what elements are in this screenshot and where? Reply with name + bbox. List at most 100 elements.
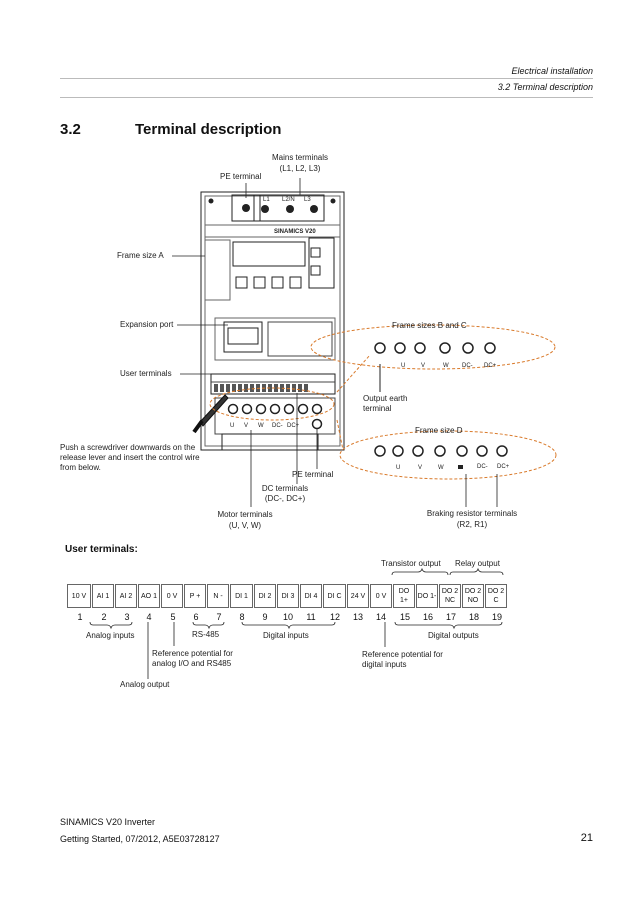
label-digital-outputs: Digital outputs — [428, 631, 479, 640]
label-digital-inputs: Digital inputs — [263, 631, 309, 640]
bc-label-dcplus: DC+ — [484, 363, 497, 369]
terminal-number: 16 — [422, 612, 433, 622]
terminal-number: 5 — [170, 612, 176, 622]
terminal-cell: DI 3 — [277, 584, 299, 608]
page-number: 21 — [580, 832, 593, 844]
d-label-u: U — [396, 465, 400, 471]
terminal-cell: AI 2 — [115, 584, 137, 608]
bc-label-w: W — [443, 363, 449, 369]
label-relay-output: Relay output — [455, 559, 500, 568]
mains-label-l1: L1 — [263, 197, 270, 203]
header-rule-1 — [60, 78, 593, 79]
terminal-cell: DI C — [323, 584, 346, 608]
button-m — [271, 276, 284, 289]
terminal-cell: DO 2 C — [485, 584, 507, 608]
d-label-w: W — [438, 465, 444, 471]
terminal-number: 13 — [352, 612, 363, 622]
label-frame-size-a: Frame size A — [117, 251, 164, 260]
d-label-v: V — [418, 465, 422, 471]
section-title: Terminal description — [135, 121, 282, 138]
expansion-port — [223, 321, 263, 353]
d-label-dcplus: DC+ — [497, 464, 510, 470]
terminal-number: 6 — [193, 612, 199, 622]
label-analog-inputs: Analog inputs — [86, 631, 135, 640]
terminal-cell: DI 1 — [230, 584, 253, 608]
terminal-number: 8 — [239, 612, 245, 622]
motor-label-dcminus: DC- — [272, 423, 283, 429]
label-output-earth-2: terminal — [363, 404, 392, 413]
header-chapter: Electrical installation — [511, 66, 593, 76]
terminal-number: 9 — [262, 612, 268, 622]
label-user-terminals: User terminals — [120, 369, 172, 378]
terminal-number: 7 — [216, 612, 222, 622]
terminal-number: 15 — [399, 612, 410, 622]
display — [232, 241, 306, 267]
terminal-cell: 0 V — [161, 584, 183, 608]
label-dc-terminals: DC terminals — [261, 484, 309, 493]
label-ref-digital-1: Reference potential for — [362, 650, 443, 659]
footer-doc: Getting Started, 07/2012, A5E03728127 — [60, 834, 220, 844]
motor-label-w: W — [258, 423, 264, 429]
terminal-number: 12 — [329, 612, 340, 622]
user-terminals-title: User terminals: — [65, 544, 138, 555]
header-rule-2 — [60, 97, 593, 98]
terminal-cell: 0 V — [370, 584, 392, 608]
label-braking-resistor: Braking resistor terminals — [426, 509, 518, 518]
label-rs485: RS-485 — [192, 630, 220, 639]
label-motor-terminals-sub: (U, V, W) — [228, 521, 262, 530]
highlight-ellipse-device — [209, 387, 335, 421]
label-ref-digital-2: digital inputs — [362, 660, 407, 669]
label-transistor-output: Transistor output — [381, 559, 441, 568]
label-mains-terminals: Mains terminals — [271, 153, 328, 162]
label-screwdriver-note-1: Push a screwdriver downwards on the — [60, 443, 196, 452]
terminal-number: 18 — [468, 612, 479, 622]
label-pe-terminal-bottom: PE terminal — [292, 470, 334, 479]
terminal-cell: DO 1+ — [393, 584, 415, 608]
terminal-number: 3 — [124, 612, 130, 622]
label-motor-terminals: Motor terminals — [217, 510, 273, 519]
label-dc-terminals-sub: (DC-, DC+) — [264, 494, 306, 503]
terminal-cell: DO 2 NO — [462, 584, 484, 608]
motor-label-v: V — [244, 423, 248, 429]
terminal-number: 10 — [282, 612, 293, 622]
mains-label-l3: L3 — [304, 197, 311, 203]
terminal-cell: AI 1 — [92, 584, 114, 608]
d-label-dcminus: DC- — [477, 464, 488, 470]
terminal-cell: 10 V — [67, 584, 91, 608]
button-1 — [235, 276, 248, 289]
terminal-number: 17 — [445, 612, 456, 622]
terminal-number: 14 — [375, 612, 386, 622]
label-screwdriver-note-3: from below. — [60, 463, 101, 472]
terminal-number: 1 — [77, 612, 83, 622]
label-mains-terminals-sub: (L1, L2, L3) — [279, 164, 321, 173]
footer-product: SINAMICS V20 Inverter — [60, 817, 156, 827]
bc-label-dcminus: DC- — [462, 363, 473, 369]
motor-label-dcplus: DC+ — [287, 423, 300, 429]
label-output-earth-1: Output earth — [363, 394, 408, 403]
device-brand: SINAMICS V20 — [274, 229, 316, 235]
button-2 — [253, 276, 266, 289]
label-screwdriver-note-2: release lever and insert the control wir… — [60, 453, 200, 462]
user-terminal-strip — [210, 373, 336, 395]
terminal-number: 19 — [491, 612, 502, 622]
highlight-ellipse-d — [339, 430, 557, 480]
terminal-cell: AO 1 — [138, 584, 160, 608]
terminal-cell: DO 1- — [416, 584, 438, 608]
label-pe-terminal-top: PE terminal — [220, 172, 262, 181]
label-ref-analog-2: analog I/O and RS485 — [152, 659, 232, 668]
section-number: 3.2 — [60, 121, 81, 138]
terminal-cell: DI 2 — [254, 584, 276, 608]
label-frame-sizes-bc: Frame sizes B and C — [392, 321, 467, 330]
label-ref-analog-1: Reference potential for — [152, 649, 233, 658]
terminal-cell: P + — [184, 584, 206, 608]
terminal-number: 4 — [146, 612, 152, 622]
terminal-cell: DO 2 NC — [439, 584, 461, 608]
highlight-ellipse-bc — [310, 324, 556, 370]
terminal-cell: DI 4 — [300, 584, 322, 608]
motor-label-u: U — [230, 423, 234, 429]
button-ok — [289, 276, 302, 289]
header-section: 3.2 Terminal description — [497, 82, 593, 92]
mains-label-l2n: L2/N — [282, 197, 295, 203]
bc-label-v: V — [421, 363, 425, 369]
